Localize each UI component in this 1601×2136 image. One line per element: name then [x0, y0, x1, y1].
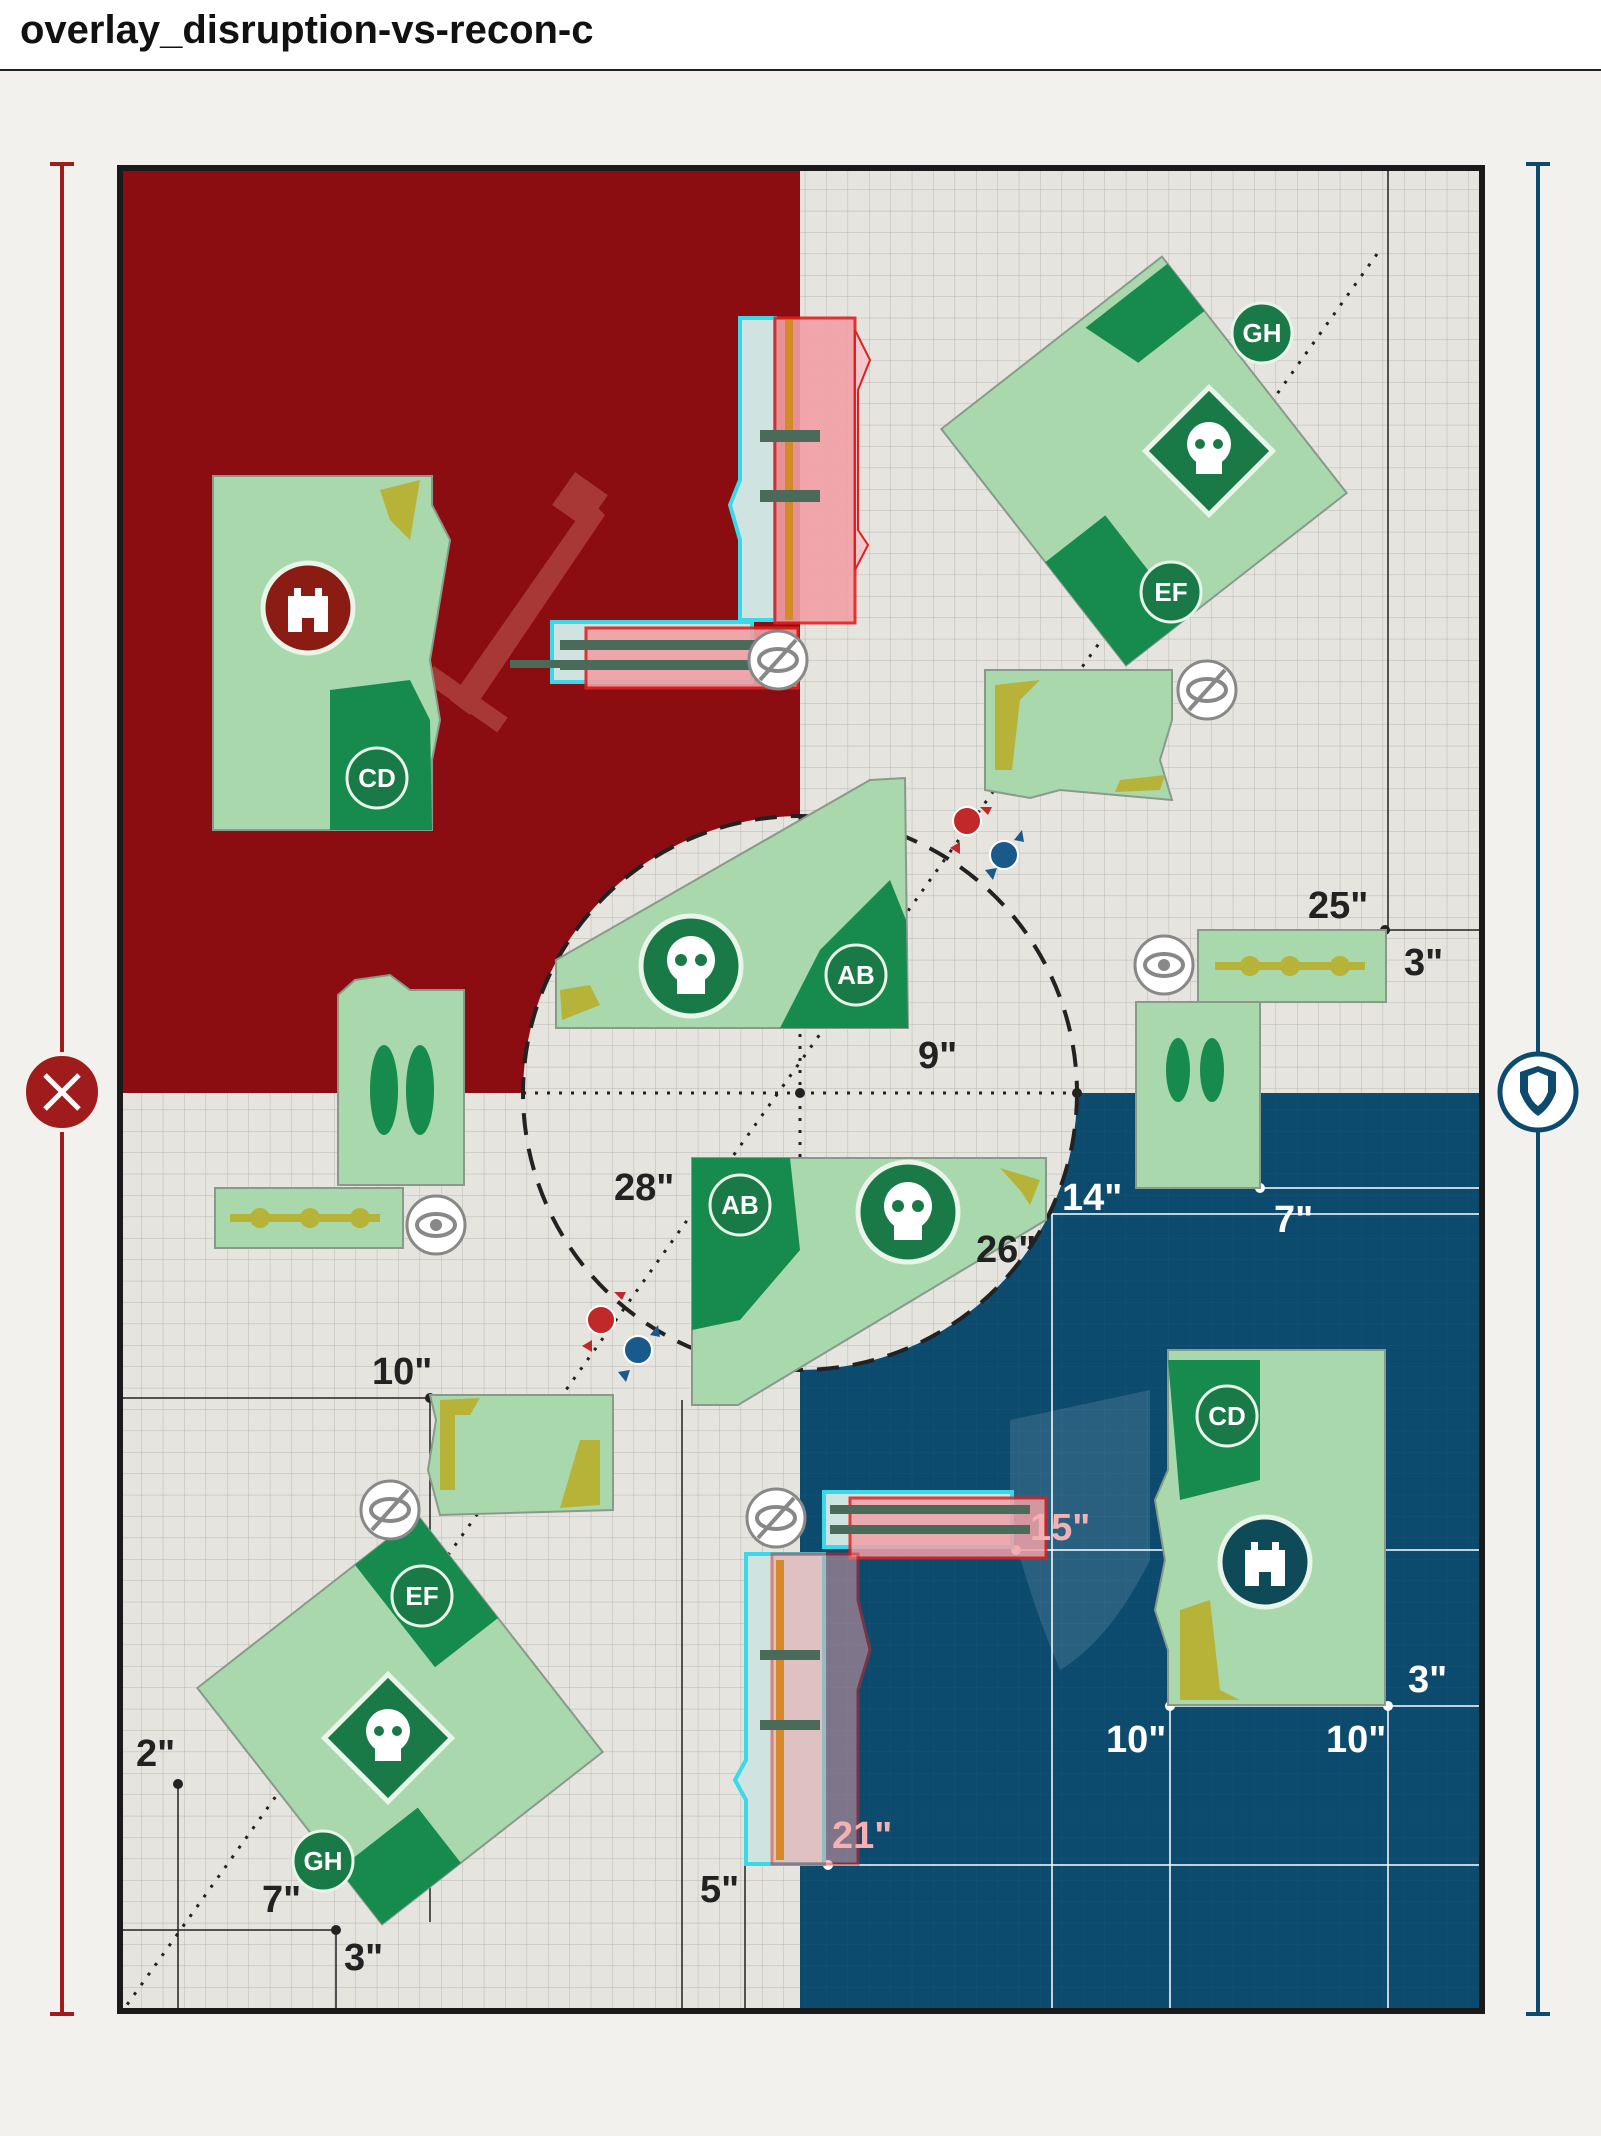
measure-10: 10": [1106, 1719, 1166, 1761]
objective-label-ef: EF: [1154, 577, 1187, 607]
eye-slash-icon: [745, 1487, 807, 1549]
page-title: overlay_disruption-vs-recon-c: [20, 8, 594, 52]
measure-21: 21": [832, 1815, 892, 1857]
terrain-small-ne: [984, 669, 1174, 802]
objective-badge-ab-bottom: AB: [708, 1173, 772, 1237]
terrain-barricade-east: [1197, 929, 1387, 1003]
defender-zone-shield-emblem: [1010, 1390, 1150, 1670]
terrain-ruin-attacker-fortress: [212, 475, 452, 831]
board-border: [117, 165, 1485, 2014]
terrain-ruin-ne-gh-ef: [939, 255, 1349, 667]
eye-slash-icon: [747, 629, 809, 691]
objective-letter-badges: AB AB CD CD GH EF EF GH: [291, 301, 1294, 1893]
terrain-wall-attacker-horizontal: [510, 620, 800, 690]
defender-side-ruler: [1497, 162, 1579, 2016]
objective-badge-cd-attacker: CD: [345, 746, 409, 810]
eye-icon: [405, 1194, 467, 1256]
measure-25: 25": [1308, 885, 1368, 927]
deploy-marker-ne: [950, 806, 1024, 880]
objective-skull-ne: [1141, 383, 1277, 519]
objective-label-ef: EF: [405, 1581, 438, 1611]
defender-zone-grid: [800, 1093, 1482, 2011]
objective-badge-gh-sw: GH: [291, 1829, 355, 1893]
attacker-side-ruler: [22, 162, 102, 2016]
terrain-wall-defender-vertical: [732, 1552, 872, 1866]
objective-skull-center-bottom: [855, 1159, 961, 1265]
objective-label-cd: CD: [1208, 1401, 1246, 1431]
terrain-container-east: [1135, 1001, 1261, 1189]
skull-icon: [1187, 422, 1231, 466]
measure-28: 28": [614, 1167, 674, 1209]
skull-icon: [884, 1182, 932, 1230]
measure-3: 3": [1404, 942, 1443, 984]
eye-icon: [1133, 934, 1195, 996]
measure-10: 10": [1326, 1719, 1386, 1761]
objective-label-gh: GH: [1243, 318, 1282, 348]
measure-26: 26": [976, 1229, 1036, 1271]
objective-fortress-defender: [1217, 1514, 1313, 1610]
skull-icon: [667, 936, 715, 984]
guide-lines: [120, 168, 1482, 2011]
terrain-container-west: [337, 973, 465, 1186]
measure-15: 15": [1030, 1507, 1090, 1549]
objective-badge-gh-ne: GH: [1230, 301, 1294, 365]
objective-fortress-attacker: [260, 560, 356, 656]
objective-skull-sw: [320, 1670, 456, 1806]
measure-3: 3": [1408, 1659, 1447, 1701]
measure-5: 5": [700, 1869, 739, 1911]
objective-label-cd: CD: [358, 763, 396, 793]
measure-14: 14": [1062, 1177, 1122, 1219]
objective-badge-ab-top: AB: [824, 943, 888, 1007]
terrain-wall-attacker-vertical: [727, 316, 872, 625]
attacker-zone-sword-emblem: [423, 472, 608, 733]
terrain-small-sw: [426, 1394, 614, 1517]
objective-label-gh: GH: [304, 1846, 343, 1876]
terrain-barricade-west: [214, 1187, 404, 1249]
objective-badge-ef-sw: EF: [390, 1564, 454, 1628]
objective-badge-ef-ne: EF: [1139, 560, 1203, 624]
castle-icon: [1245, 1542, 1285, 1586]
objective-label-ab: AB: [721, 1190, 759, 1220]
measure-3: 3": [344, 1937, 383, 1979]
terrain-wall-defender-horizontal: [822, 1490, 1048, 1560]
skull-icon: [366, 1709, 410, 1753]
defender-guide-lines: [828, 1187, 1482, 2011]
attacker-deployment-zone: [120, 168, 800, 1093]
castle-icon: [288, 588, 328, 632]
deploy-marker-sw: [582, 1292, 660, 1382]
eye-slash-icon: [1176, 659, 1238, 721]
measure-7: 7": [262, 1879, 301, 1921]
measure-2: 2": [136, 1733, 175, 1775]
objective-label-ab: AB: [837, 960, 875, 990]
title-bar: overlay_disruption-vs-recon-c: [0, 0, 1601, 71]
objective-skull-center-top: [638, 913, 744, 1019]
measurement-labels: 25" 3" 9" 28" 26" 10" 2" 7" 3" 5": [136, 885, 1443, 1979]
eye-slash-icon: [359, 1479, 421, 1541]
defender-measurement-labels: 14" 7" 15" 3" 10" 10" 21": [832, 1177, 1447, 1857]
measure-7: 7": [1274, 1199, 1313, 1241]
objective-badge-cd-defender: CD: [1195, 1384, 1259, 1448]
measure-9: 9": [918, 1035, 957, 1077]
measure-10: 10": [372, 1351, 432, 1393]
